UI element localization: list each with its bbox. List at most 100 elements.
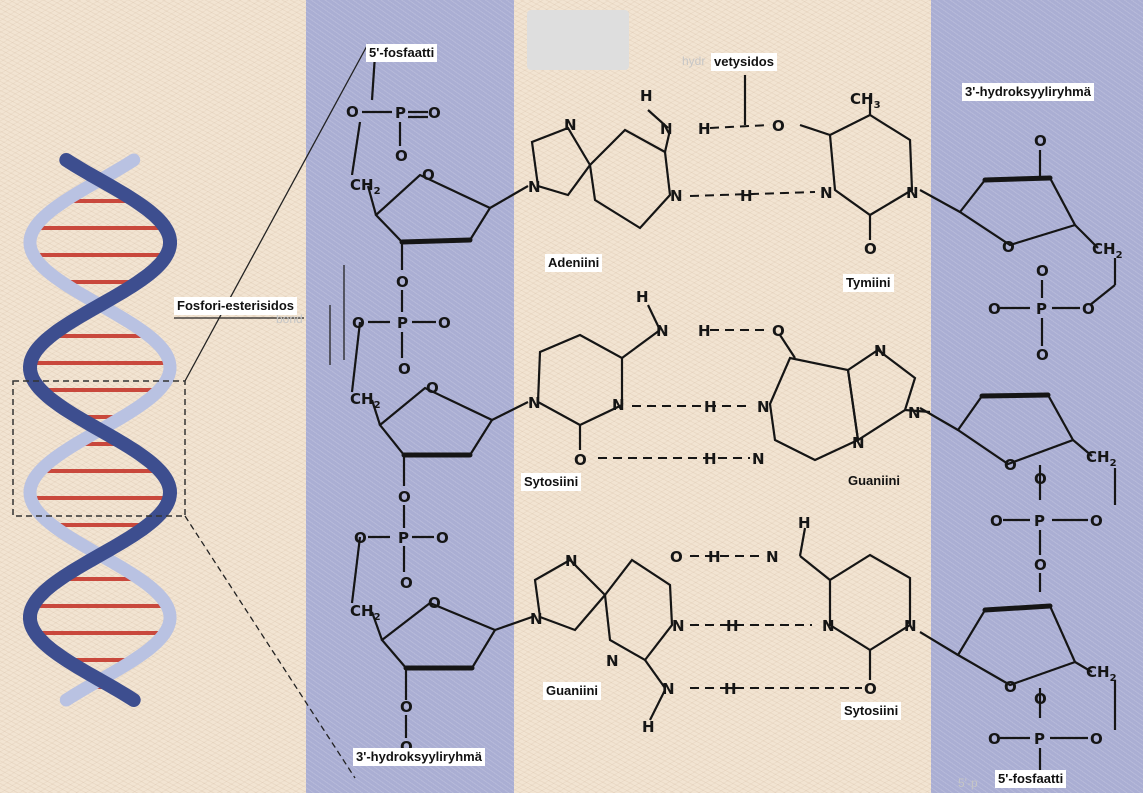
atom-h: H bbox=[708, 548, 721, 566]
atom-o: O bbox=[1004, 456, 1017, 474]
atom-o: O bbox=[670, 548, 683, 566]
atom-h: H bbox=[636, 288, 649, 306]
ghost-text-bond: bond bbox=[276, 312, 303, 326]
atom-h: H bbox=[698, 322, 711, 340]
atom-o: O bbox=[1034, 690, 1047, 708]
atom-o: O bbox=[346, 103, 359, 121]
atom-n: N bbox=[612, 396, 625, 414]
atom-n: N bbox=[606, 652, 619, 670]
ch2-group: CH2 bbox=[1086, 448, 1117, 469]
atom-o: O bbox=[1034, 132, 1047, 150]
atom-h: H bbox=[704, 450, 717, 468]
zoom-region-box bbox=[12, 380, 186, 517]
atom-h: H bbox=[642, 718, 655, 736]
atom-h: H bbox=[704, 398, 717, 416]
atom-o: O bbox=[1082, 300, 1095, 318]
atom-o: O bbox=[428, 594, 441, 612]
atom-n: N bbox=[656, 322, 669, 340]
ch2-group: CH2 bbox=[350, 390, 381, 411]
atom-o: O bbox=[428, 104, 441, 122]
label-cytosine-bottom: Sytosiini bbox=[841, 702, 902, 720]
atom-symbols: O P O O O O O P O O O O O P O O O O O CH… bbox=[346, 87, 1123, 756]
left-backbone bbox=[350, 54, 533, 738]
atom-n: N bbox=[528, 178, 541, 196]
atom-o: O bbox=[1004, 678, 1017, 696]
atom-n: N bbox=[757, 398, 770, 416]
atom-o: O bbox=[395, 147, 408, 165]
atom-o: O bbox=[988, 300, 1001, 318]
atom-o: O bbox=[398, 488, 411, 506]
atom-o: O bbox=[1002, 238, 1015, 256]
atom-n: N bbox=[662, 680, 675, 698]
helix-strand-front bbox=[22, 153, 178, 707]
atom-o: O bbox=[1036, 346, 1049, 364]
label-3-hydroxyl-top: 3'-hydroksyyliryhmä bbox=[962, 83, 1094, 101]
atom-p: P bbox=[395, 104, 406, 122]
atom-h: H bbox=[698, 120, 711, 138]
atom-n: N bbox=[530, 610, 543, 628]
helix-base-pair-rungs bbox=[30, 172, 170, 689]
atom-p: P bbox=[398, 529, 409, 547]
atom-n: N bbox=[528, 394, 541, 412]
atom-o: O bbox=[1090, 512, 1103, 530]
atom-p: P bbox=[1036, 300, 1047, 318]
zoom-line-top bbox=[184, 43, 369, 382]
atom-o: O bbox=[422, 166, 435, 184]
label-cytosine-middle: Sytosiini bbox=[521, 473, 582, 491]
atom-o: O bbox=[864, 680, 877, 698]
atom-o: O bbox=[1034, 556, 1047, 574]
atom-p: P bbox=[1034, 512, 1045, 530]
atom-h: H bbox=[640, 87, 653, 105]
ghost-text-hydr: hydr bbox=[682, 54, 706, 68]
erased-label-patch bbox=[527, 10, 629, 70]
atom-o: O bbox=[400, 698, 413, 716]
atom-n: N bbox=[752, 450, 765, 468]
base-pair-adenine-thymine bbox=[530, 75, 914, 240]
atom-o: O bbox=[436, 529, 449, 547]
atom-h: H bbox=[724, 680, 737, 698]
label-5-phosphate-bottom: 5'-fosfaatti bbox=[995, 770, 1067, 788]
atom-n: N bbox=[660, 120, 673, 138]
label-phosphodiester-bond: Fosfori-esterisidos bbox=[174, 297, 298, 315]
label-3-hydroxyl-bottom: 3'-hydroksyyliryhmä bbox=[353, 748, 485, 766]
atom-n: N bbox=[852, 434, 865, 452]
backbone-band-left bbox=[306, 0, 514, 793]
atom-o: O bbox=[864, 240, 877, 258]
atom-n: N bbox=[672, 617, 685, 635]
atom-o: O bbox=[398, 360, 411, 378]
ch2-group: CH2 bbox=[1092, 240, 1123, 261]
label-5-phosphate-top: 5'-fosfaatti bbox=[366, 44, 438, 62]
ch3-group: CH3 bbox=[850, 90, 881, 111]
atom-p: P bbox=[1034, 730, 1045, 748]
label-guanine-bottom: Guaniini bbox=[543, 682, 601, 700]
atom-h: H bbox=[798, 514, 811, 532]
atom-o: O bbox=[1034, 470, 1047, 488]
atom-n: N bbox=[670, 187, 683, 205]
atom-o: O bbox=[988, 730, 1001, 748]
atom-o: O bbox=[990, 512, 1003, 530]
ch2-group: CH2 bbox=[350, 176, 381, 197]
atom-o: O bbox=[396, 273, 409, 291]
atom-o: O bbox=[574, 451, 587, 469]
atom-h: H bbox=[726, 617, 739, 635]
atom-o: O bbox=[772, 117, 785, 135]
atom-n: N bbox=[564, 116, 577, 134]
label-adenine: Adeniini bbox=[545, 254, 603, 272]
atom-o: O bbox=[354, 529, 367, 547]
atom-o: O bbox=[426, 379, 439, 397]
atom-o: O bbox=[438, 314, 451, 332]
atom-n: N bbox=[906, 184, 919, 202]
label-guanine-middle: Guaniini bbox=[848, 473, 900, 488]
atom-p: P bbox=[397, 314, 408, 332]
zoom-line-bottom bbox=[184, 515, 356, 779]
atom-o: O bbox=[1090, 730, 1103, 748]
atom-o: O bbox=[772, 322, 785, 340]
atom-h: H bbox=[740, 187, 753, 205]
atom-n: N bbox=[904, 617, 917, 635]
atom-n: N bbox=[766, 548, 779, 566]
label-thymine: Tymiini bbox=[843, 274, 894, 292]
atom-n: N bbox=[822, 617, 835, 635]
